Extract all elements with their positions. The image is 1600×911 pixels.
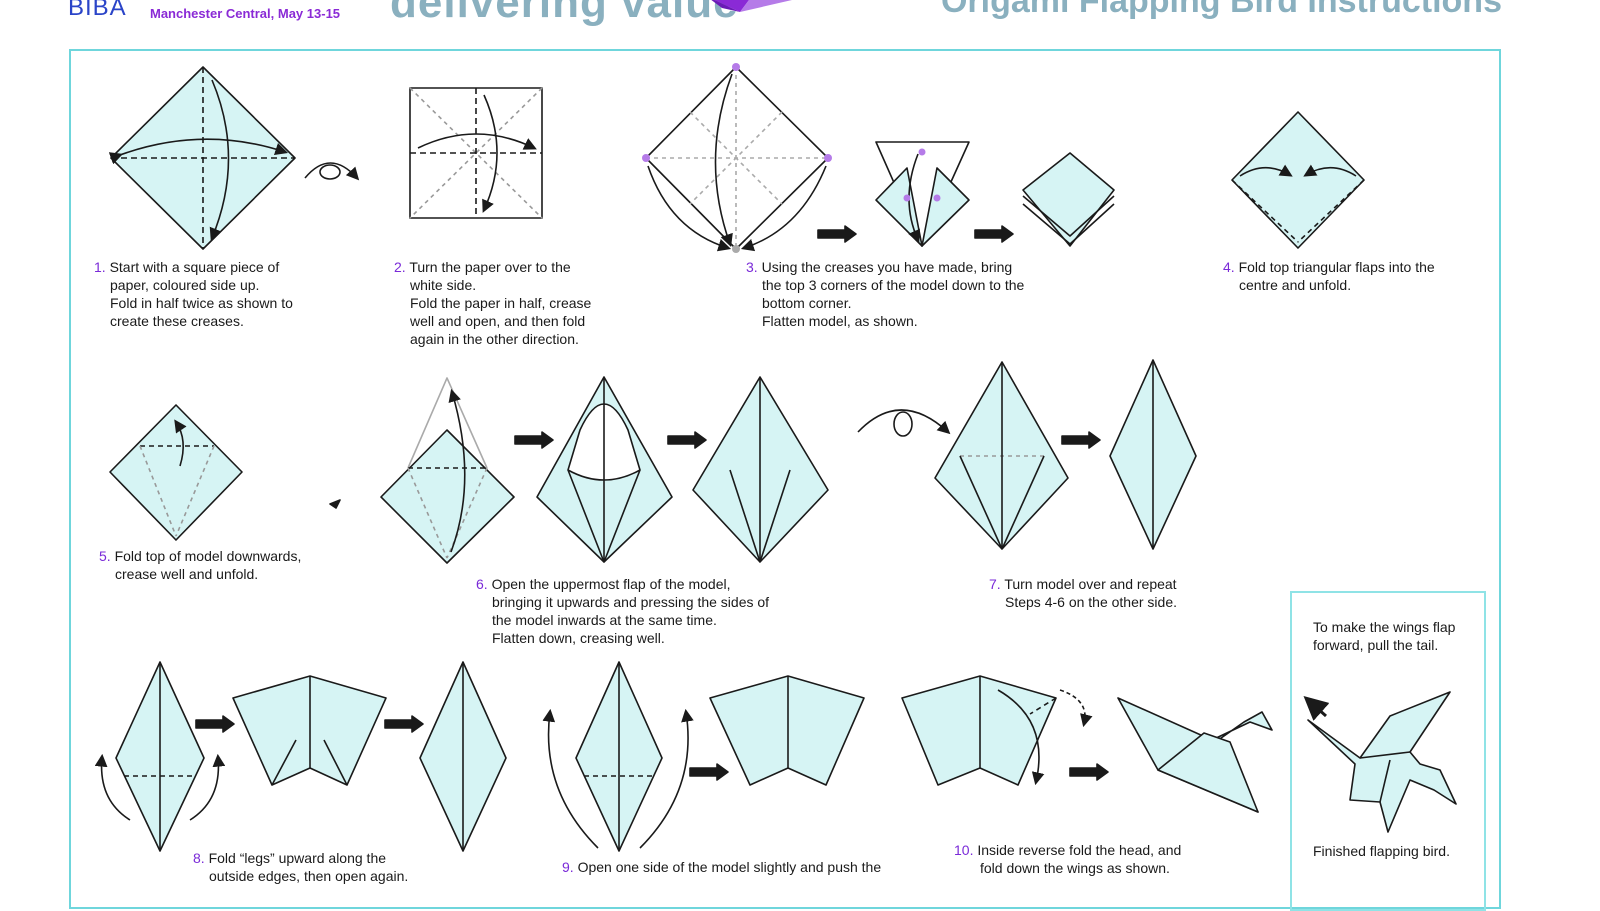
step-9b-diagram [709, 675, 865, 786]
step-10b-diagram [1117, 697, 1273, 813]
arrow-3a [817, 225, 857, 243]
turn-over-icon [304, 162, 360, 181]
tagline: delivering value [390, 0, 739, 27]
step-2-text: 2. Turn the paper over to the white side… [394, 259, 592, 347]
brand-logo-text: BIBA [68, 0, 127, 21]
page-title: Origami Flapping Bird Instructions [940, 0, 1502, 20]
callout-final-label: Finished flapping bird. [1313, 843, 1450, 859]
step-8-diagram [94, 661, 226, 852]
step-6c-diagram [692, 376, 829, 563]
arrow-6b [667, 431, 707, 449]
arrow-9 [689, 763, 729, 781]
step-9-text: 9. Open one side of the model slightly a… [562, 859, 882, 875]
step-6b-diagram [536, 376, 673, 563]
step-6-diagram [380, 377, 515, 564]
step-8b-diagram [232, 675, 387, 786]
arrow-8b [384, 715, 424, 733]
step-2-diagram [409, 87, 543, 219]
step-7-diagram [934, 361, 1069, 550]
step-7-text: 7. Turn model over and repeat Steps 4-6 … [989, 576, 1177, 610]
step-5-text: 5. Fold top of model downwards, crease w… [99, 548, 302, 582]
pull-arrow-icon [1303, 696, 1330, 721]
step-6-text: 6. Open the uppermost flap of the model,… [476, 576, 770, 646]
arrow-7 [1061, 431, 1101, 449]
step-7b-diagram [1109, 359, 1197, 550]
step-10-text: 10. Inside reverse fold the head, and fo… [954, 842, 1182, 876]
step-9-diagram [542, 661, 694, 852]
step-3b-diagram [875, 141, 970, 247]
turn-over-icon-2 [857, 409, 951, 437]
origami-logo-icon [711, 0, 792, 12]
arrow-8a [195, 715, 235, 733]
arrow-10 [1069, 763, 1109, 781]
step-3-text: 3. Using the creases you have made, brin… [746, 259, 1025, 329]
arrow-3b [974, 225, 1014, 243]
small-arrow [329, 499, 341, 509]
step-5-diagram [109, 404, 243, 541]
step-4-text: 4. Fold top triangular flaps into the ce… [1223, 259, 1435, 293]
event-info: Manchester Central, May 13-15 [150, 6, 341, 21]
step-3c-diagram [1022, 152, 1115, 247]
step-1-text: 1. Start with a square piece of paper, c… [94, 259, 293, 329]
arrow-6a [514, 431, 554, 449]
step-1-diagram [108, 66, 296, 250]
step-8-text: 8. Fold “legs” upward along the outside … [193, 850, 409, 884]
callout-text: To make the wings flap forward, pull the… [1313, 619, 1456, 653]
step-4-diagram [1231, 111, 1365, 249]
finished-bird-diagram [1307, 691, 1457, 833]
step-10-diagram [901, 675, 1093, 786]
step-3-diagram [642, 63, 832, 253]
step-8c-diagram [419, 661, 507, 852]
